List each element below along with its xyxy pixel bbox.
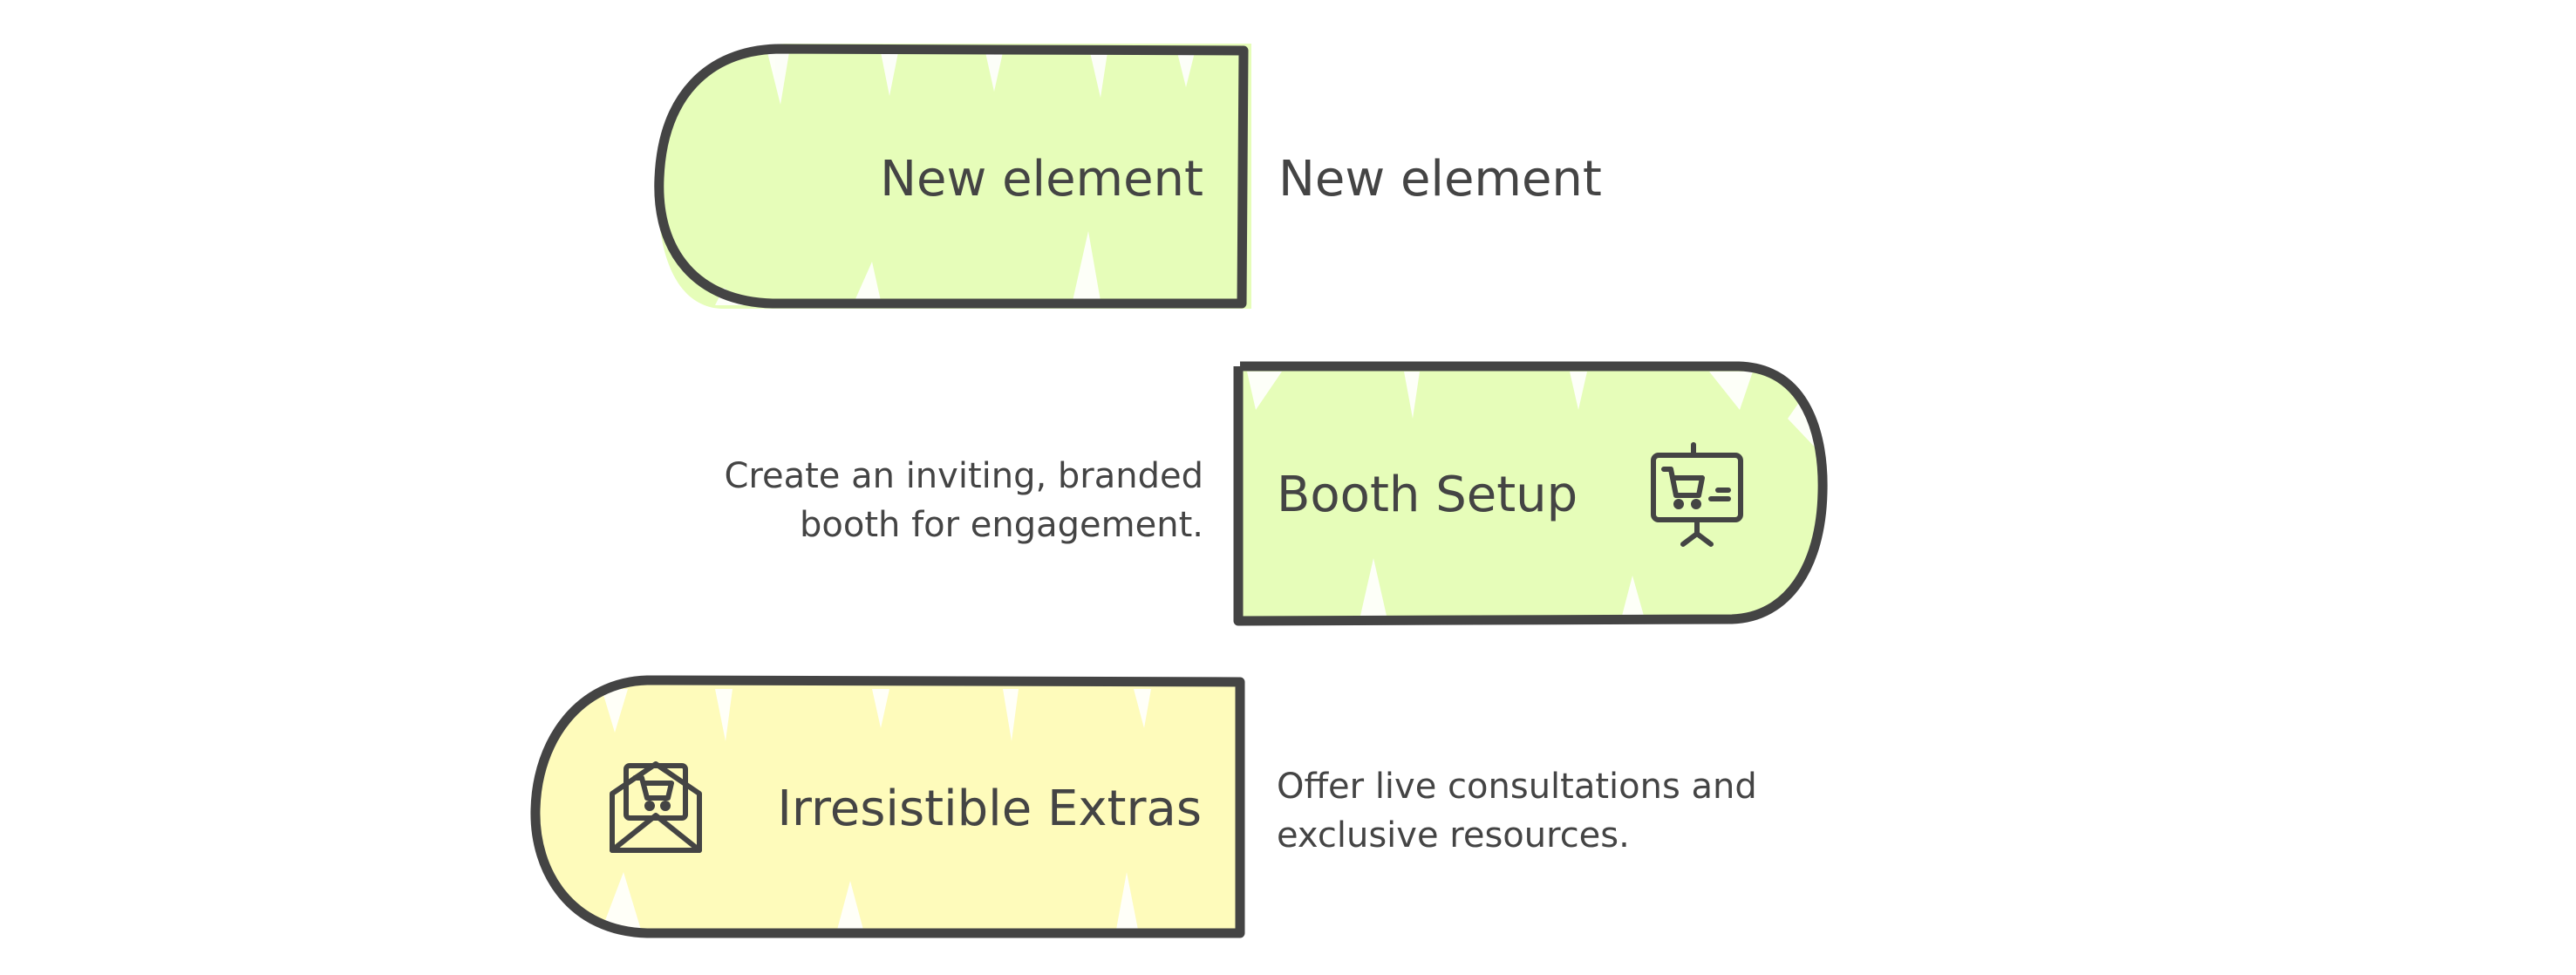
envelope-cart-icon <box>610 761 702 853</box>
step-2-shape <box>1233 361 1828 626</box>
step-2-description-line-1: Create an inviting, branded <box>724 456 1203 496</box>
step-1-description-line: New element <box>1278 151 1602 208</box>
step-3-description: Offer live consultations and exclusive r… <box>1277 762 1757 860</box>
step-3-outline <box>530 675 1245 938</box>
step-1-description: New element <box>1278 153 1602 206</box>
step-1-sketch <box>715 52 1195 305</box>
step-3-shape <box>530 675 1245 938</box>
step-3-title: Irresistible Extras <box>777 781 1202 837</box>
step-3-description-line-2: exclusive resources. <box>1277 815 1630 856</box>
step-2-description: Create an inviting, branded booth for en… <box>724 452 1203 549</box>
step-2-description-line-2: booth for engagement. <box>800 505 1203 545</box>
step-2-title: Booth Setup <box>1277 467 1578 523</box>
step-2-outline <box>1233 361 1828 626</box>
step-1-fill <box>658 44 1251 309</box>
step-3-sketch <box>602 689 1151 930</box>
presentation-board-cart-icon <box>1651 442 1743 547</box>
step-1-outline <box>654 44 1249 309</box>
step-1-shape <box>654 44 1251 309</box>
step-1-title: New element <box>880 151 1203 208</box>
step-3-fill <box>531 680 1243 935</box>
step-2-fill <box>1238 366 1824 621</box>
step-3-description-line-1: Offer live consultations and <box>1277 767 1757 807</box>
